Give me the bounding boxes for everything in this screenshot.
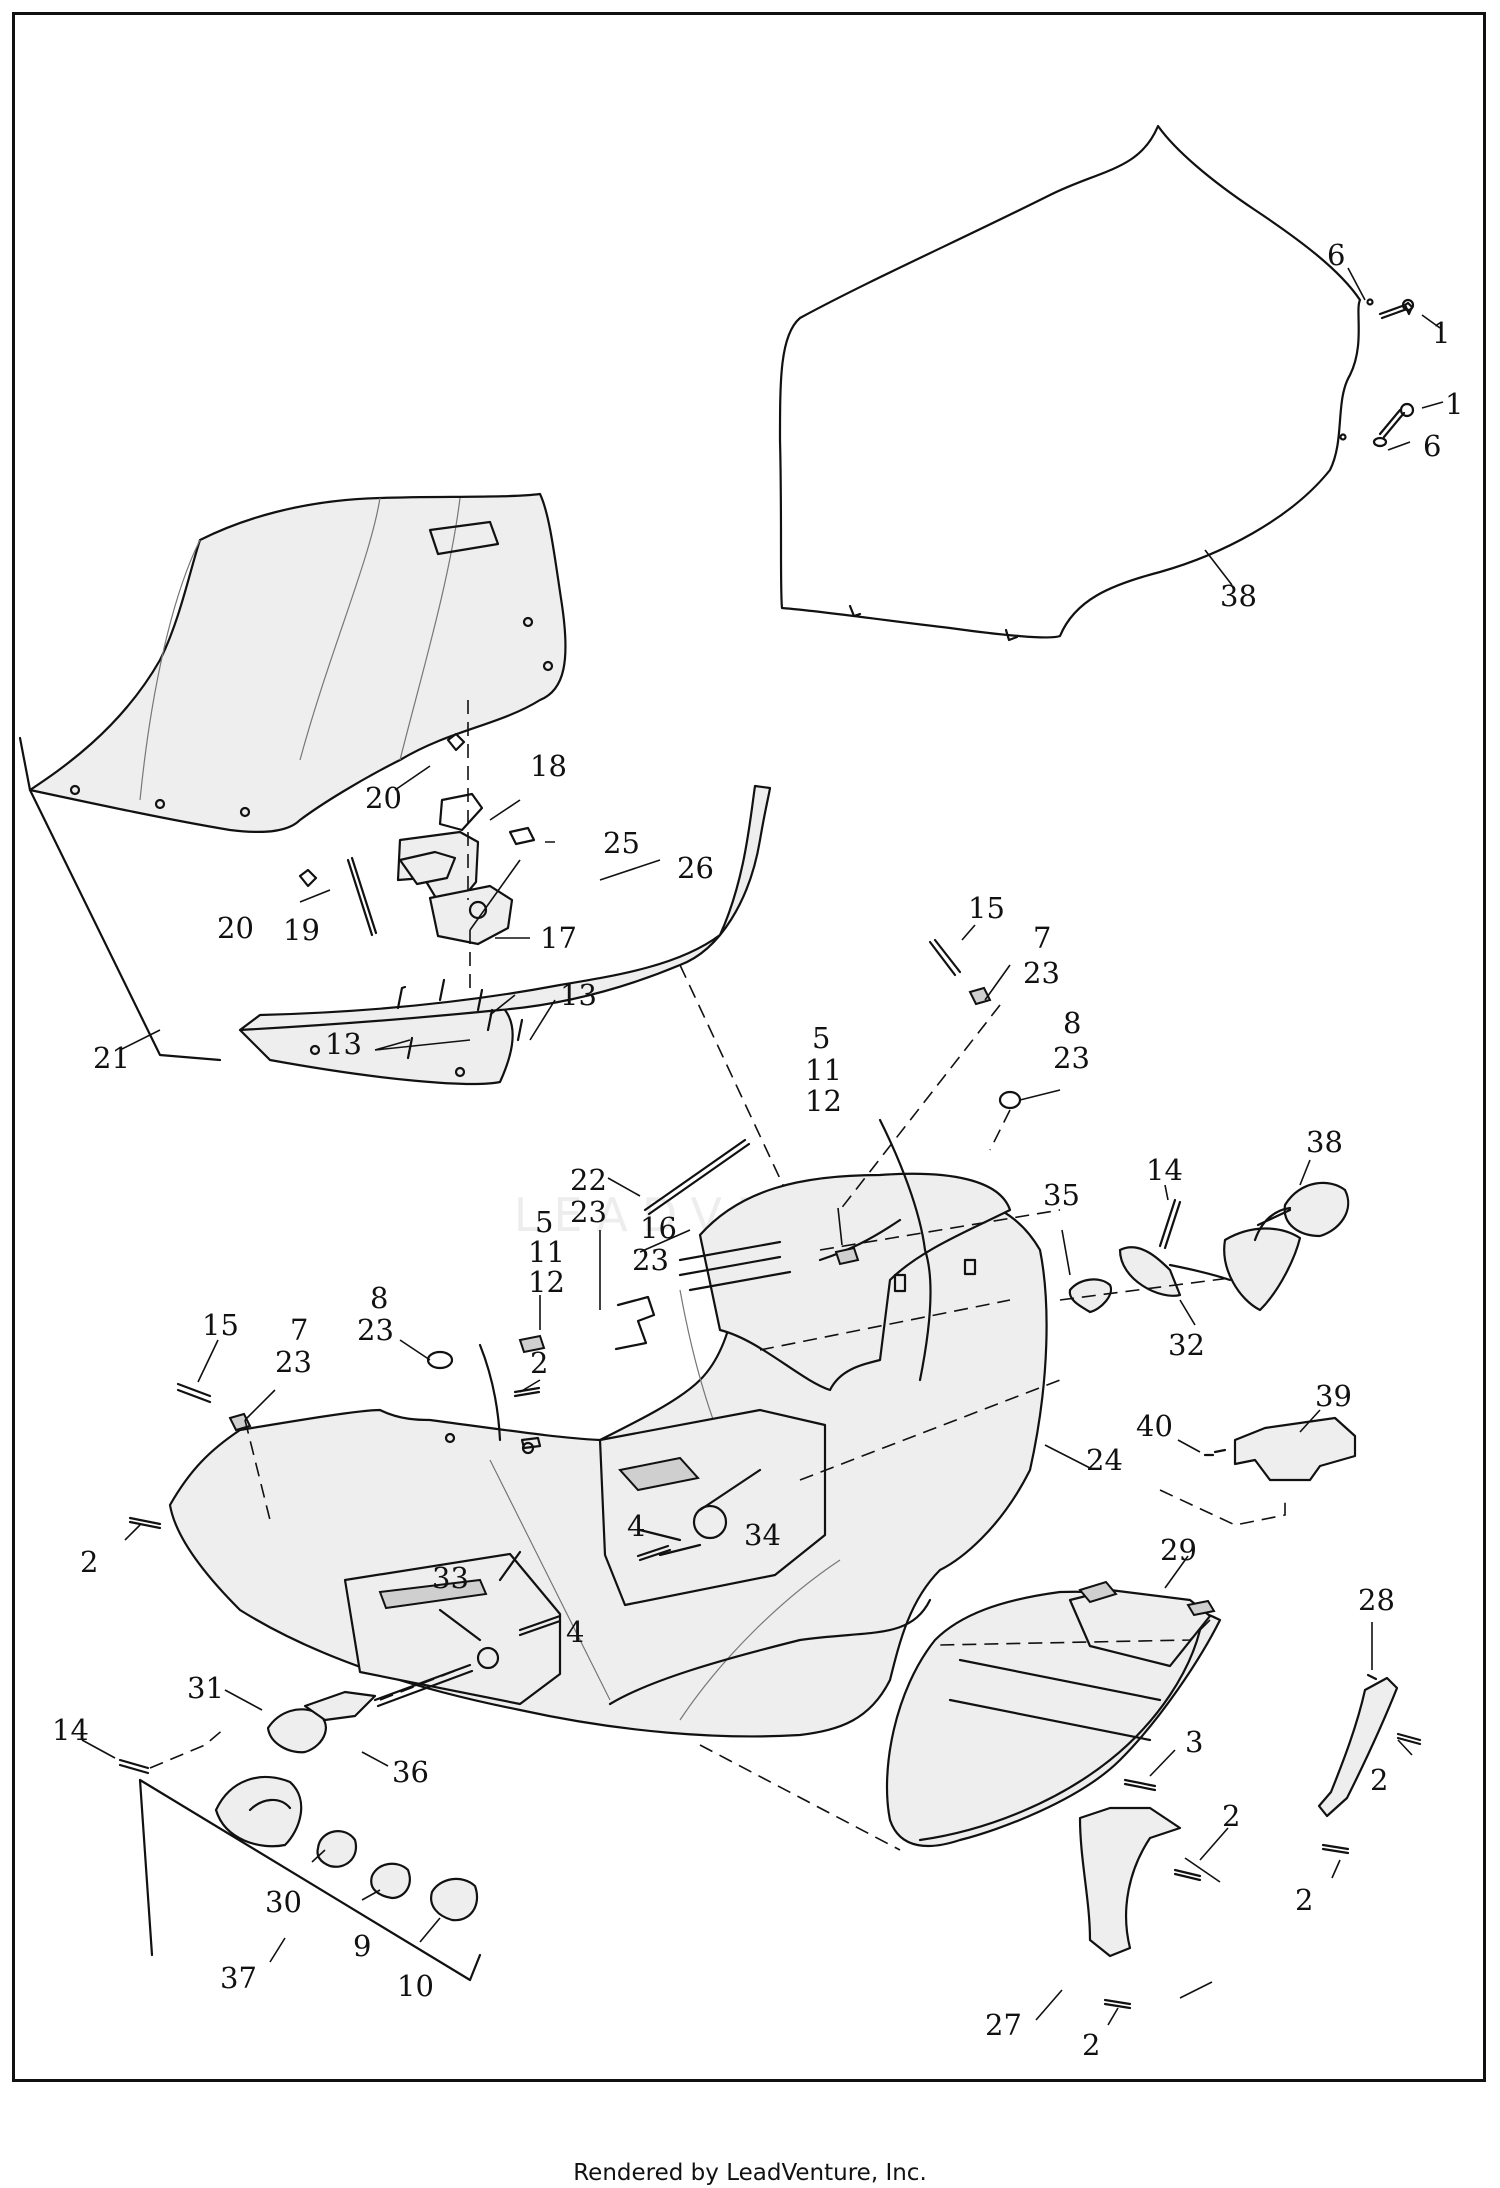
callout-31: 31: [187, 1671, 224, 1705]
callout-38: 38: [1306, 1125, 1343, 1159]
callout-23: 23: [632, 1243, 669, 1277]
left-turn-signal-part: [118, 1663, 482, 1982]
callout-23: 23: [275, 1345, 312, 1379]
callout-9: 9: [353, 1929, 371, 1963]
callout-17: 17: [540, 921, 577, 955]
latch-assembly-part: [298, 732, 536, 1060]
callout-20: 20: [365, 781, 402, 815]
callout-34: 34: [744, 1518, 781, 1552]
trim-strip-part: [614, 1138, 792, 1351]
callout-2: 2: [1295, 1883, 1313, 1917]
callout-26: 26: [677, 851, 714, 885]
bracket-part: [1203, 1416, 1357, 1482]
fastener-part: [128, 938, 1022, 1637]
lower-bracket-part: [1078, 1806, 1182, 1958]
callout-6: 6: [1423, 429, 1441, 463]
callout-labels: 6 1 1 6 38 18 20 25 26 20 19 17 13 13 21…: [52, 238, 1463, 2062]
callout-7: 7: [1033, 921, 1051, 955]
callout-23: 23: [1023, 956, 1060, 990]
callout-18: 18: [530, 749, 567, 783]
callout-23: 23: [570, 1195, 607, 1229]
diagram-frame: [12, 12, 1486, 2082]
side-bracket-part: [1317, 1673, 1399, 1818]
callout-15: 15: [202, 1308, 239, 1342]
callout-2: 2: [1370, 1763, 1388, 1797]
callout-12: 12: [805, 1084, 842, 1118]
callout-40: 40: [1136, 1409, 1173, 1443]
callout-14: 14: [1146, 1153, 1183, 1187]
callout-5: 5: [812, 1021, 830, 1055]
callout-5: 5: [535, 1205, 553, 1239]
front-fairing-part: [168, 1118, 1048, 1738]
callout-32: 32: [1168, 1328, 1205, 1362]
callout-1: 1: [1445, 387, 1463, 421]
inner-trim-part: [238, 784, 772, 1086]
callout-21: 21: [93, 1041, 130, 1075]
screw-part: [1103, 1732, 1422, 2010]
callout-8: 8: [370, 1281, 388, 1315]
headlamp-part: [885, 1580, 1222, 1848]
callout-2: 2: [1082, 2028, 1100, 2062]
callout-22: 22: [570, 1163, 607, 1197]
callout-25: 25: [603, 826, 640, 860]
callout-1: 1: [1432, 316, 1450, 350]
callout-11: 11: [805, 1053, 842, 1087]
callout-2: 2: [530, 1346, 548, 1380]
callout-36: 36: [392, 1755, 429, 1789]
callout-20: 20: [217, 911, 254, 945]
callout-24: 24: [1086, 1443, 1123, 1477]
callout-23: 23: [357, 1313, 394, 1347]
callout-2: 2: [80, 1545, 98, 1579]
callout-38: 38: [1220, 579, 1257, 613]
callout-10: 10: [397, 1969, 434, 2003]
callout-33: 33: [432, 1561, 469, 1595]
callout-37: 37: [220, 1961, 257, 1995]
windshield-part: [778, 124, 1374, 642]
callout-29: 29: [1160, 1533, 1197, 1567]
callout-28: 28: [1358, 1583, 1395, 1617]
callout-23: 23: [1053, 1041, 1090, 1075]
callout-16: 16: [640, 1211, 677, 1245]
callout-8: 8: [1063, 1006, 1081, 1040]
callout-11: 11: [528, 1235, 565, 1269]
callout-13: 13: [560, 978, 597, 1012]
callout-15: 15: [968, 891, 1005, 925]
callout-12: 12: [528, 1265, 565, 1299]
callout-2: 2: [1222, 1799, 1240, 1833]
callout-13: 13: [325, 1027, 362, 1061]
outer-fairing-part: [18, 492, 567, 1062]
callout-4: 4: [566, 1615, 584, 1649]
callout-39: 39: [1315, 1379, 1352, 1413]
callout-27: 27: [985, 2008, 1022, 2042]
callout-7: 7: [290, 1313, 308, 1347]
connector-part: [478, 1218, 902, 1442]
callout-35: 35: [1043, 1178, 1080, 1212]
callout-19: 19: [283, 913, 320, 947]
screw-part: [1372, 298, 1415, 448]
callout-6: 6: [1327, 238, 1345, 272]
footer-credit: Rendered by LeadVenture, Inc.: [573, 2160, 927, 2186]
callout-3: 3: [1185, 1725, 1203, 1759]
callout-30: 30: [265, 1885, 302, 1919]
callout-14: 14: [52, 1713, 89, 1747]
callout-4: 4: [627, 1509, 645, 1543]
